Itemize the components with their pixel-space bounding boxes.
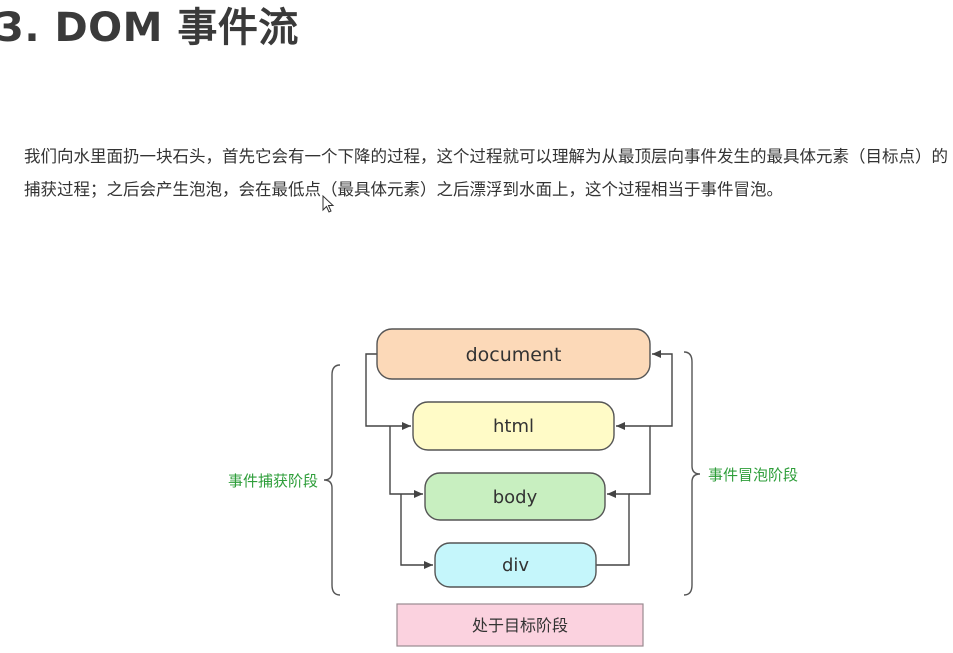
node-body-label: body bbox=[493, 487, 538, 508]
intro-paragraph: 我们向水里面扔一块石头，首先它会有一个下降的过程，这个过程就可以理解为从最顶层向… bbox=[24, 147, 948, 199]
node-document-label: document bbox=[466, 344, 562, 366]
node-body: body bbox=[424, 472, 606, 521]
mouse-cursor-icon bbox=[322, 194, 335, 213]
bubble-brace bbox=[683, 351, 701, 596]
node-div-label: div bbox=[502, 555, 529, 576]
node-div: div bbox=[434, 542, 597, 588]
bubble-flow-arrows bbox=[596, 350, 673, 566]
bubble-phase-label: 事件冒泡阶段 bbox=[708, 466, 798, 484]
target-phase-label: 处于目标阶段 bbox=[472, 616, 568, 635]
capture-brace bbox=[323, 364, 341, 596]
capture-flow-arrows bbox=[365, 353, 433, 569]
capture-phase-label: 事件捕获阶段 bbox=[228, 472, 318, 490]
node-html: html bbox=[412, 401, 615, 451]
node-html-label: html bbox=[493, 416, 534, 437]
page-title: 3. DOM 事件流 bbox=[0, 5, 299, 51]
target-phase-box: 处于目标阶段 bbox=[396, 603, 644, 647]
node-document: document bbox=[376, 328, 651, 380]
